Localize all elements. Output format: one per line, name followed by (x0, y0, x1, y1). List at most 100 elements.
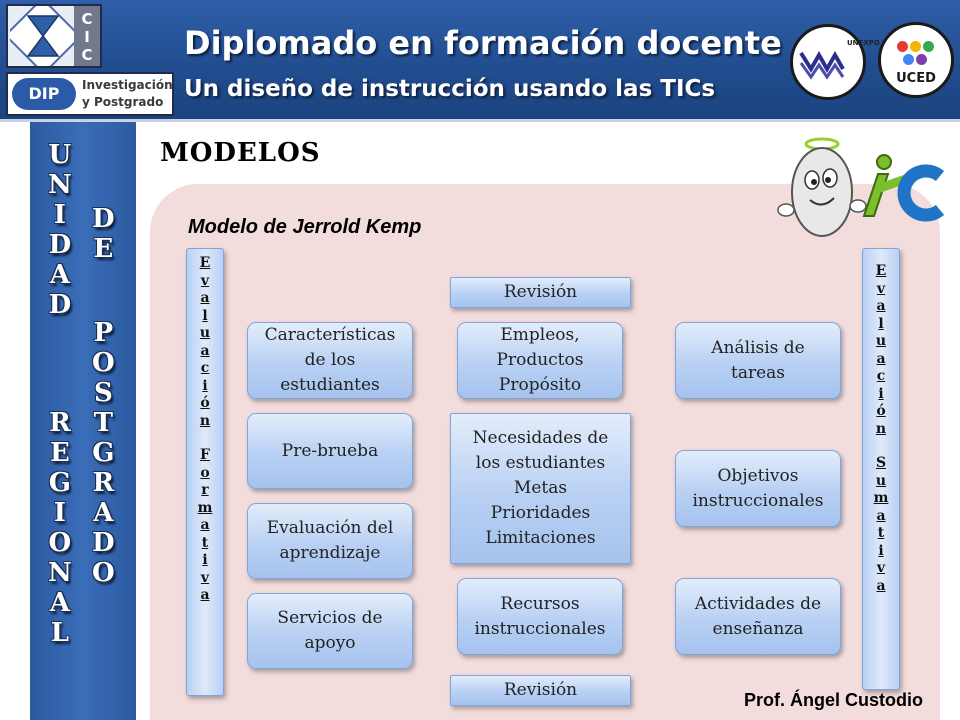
uced-dot (923, 41, 934, 52)
bar-letter: a (200, 342, 210, 359)
dip-mark: DIP (12, 78, 76, 110)
cic-letter: C (81, 10, 93, 28)
empleos-productos-box: Empleos, Productos Propósito (457, 322, 623, 399)
bar-letter: c (876, 368, 886, 384)
bar-letter: E (875, 263, 887, 279)
sidebar-letter: O (48, 528, 72, 558)
section-heading: MODELOS (160, 138, 321, 168)
bar-letter: a (200, 587, 210, 603)
bar-letter: E (199, 255, 211, 271)
bar-letter: ó (876, 403, 886, 419)
uced-dots (897, 41, 937, 67)
sidebar-letter: I (53, 498, 66, 528)
uced-dot (897, 41, 908, 52)
sidebar-letter: A (93, 498, 114, 528)
page-title: Diplomado en formación docente (184, 24, 782, 62)
uced-text: UCED (896, 71, 936, 86)
revision-bottom-box: Revisión (450, 675, 631, 706)
objetivos-instruccionales-box: Objetivos instruccionales (675, 450, 841, 527)
bar-letter: u (875, 333, 887, 349)
bar-letter: a (876, 350, 886, 367)
uced-dot (916, 54, 927, 65)
bar-letter: ó (200, 395, 210, 411)
bar-letter: a (200, 290, 210, 306)
unexpo-emblem-icon (799, 50, 845, 80)
caracteristicas-estudiantes-box: Características de los estudiantes (247, 322, 413, 399)
bar-letter: a (876, 507, 886, 524)
revision-top-box: Revisión (450, 277, 631, 308)
bar-letter: i (202, 377, 208, 394)
formative-evaluation-bar: E v a l u a c i ó n F o r m a t i v a (186, 248, 224, 696)
logo-ip-text: Investigación y Postgrado (82, 77, 173, 111)
sidebar-word-unidad: U N I D A D (48, 140, 72, 320)
logo-ip-line: Investigación (82, 78, 173, 92)
bar-letter: u (199, 325, 211, 341)
bar-letter: a (200, 517, 210, 533)
sidebar-letter: D (48, 290, 72, 320)
bar-letter: c (200, 360, 210, 376)
bar-letter: v (200, 569, 210, 586)
uced-dot (910, 41, 921, 52)
cic-letter: I (84, 28, 90, 46)
sidebar-letter: R (92, 468, 115, 498)
bar-letter: t (877, 525, 885, 541)
bar-letter: a (876, 298, 886, 314)
header-banner: C I C DIP Investigación y Postgrado Dipl… (0, 0, 960, 122)
sidebar-letter: N (48, 170, 72, 200)
sidebar-letter: E (93, 234, 114, 264)
sidebar-letter: A (49, 260, 70, 290)
author-credit: Prof. Ángel Custodio (744, 690, 923, 710)
sidebar-letter: N (48, 558, 72, 588)
sidebar-letter: O (92, 348, 115, 378)
unexpo-logo: UNEXPO (790, 24, 880, 100)
actividades-ensenanza-box: Actividades de enseñanza (675, 578, 841, 655)
servicios-apoyo-box: Servicios de apoyo (247, 593, 413, 669)
model-title: Modelo de Jerrold Kemp (188, 216, 422, 238)
necesidades-estudiantes-box: Necesidades de los estudiantes Metas Pri… (450, 413, 631, 564)
sidebar-letter: E (49, 438, 70, 468)
bar-letter: i (202, 552, 208, 568)
cic-logo: C I C (6, 4, 102, 68)
sidebar-letter: L (50, 618, 70, 648)
sidebar-word-de: D E (92, 204, 115, 264)
sidebar-letter: D (92, 528, 115, 558)
bar-letter: l (202, 307, 208, 324)
sidebar-letter: R (49, 408, 71, 438)
bar-letter: i (878, 542, 884, 559)
bar-letter: r (201, 482, 209, 498)
bar-letter: F (200, 447, 210, 463)
hourglass-icon (10, 6, 76, 66)
sidebar-letter: T (93, 408, 113, 438)
uced-dot (903, 54, 914, 65)
investigacion-postgrado-logo: DIP Investigación y Postgrado (6, 72, 174, 116)
bar-letter: n (875, 420, 887, 437)
bar-letter: S (875, 455, 887, 471)
bar-letter: l (878, 315, 884, 332)
sidebar-letter: D (92, 204, 115, 234)
sidebar-letter: O (92, 558, 115, 588)
sidebar-word-regional: R E G I O N A L (48, 408, 72, 648)
sidebar-letter: U (48, 140, 72, 170)
bar-letter: o (200, 464, 210, 481)
bar-letter: v (200, 272, 210, 289)
bar-letter: m (873, 490, 889, 506)
sidebar-unidad-regional: U N I D A D R E G I O N A L D E P O S T … (30, 122, 136, 720)
bar-letter: n (199, 412, 211, 429)
sidebar-letter: P (93, 318, 114, 348)
evaluacion-aprendizaje-box: Evaluación del aprendizaje (247, 503, 413, 579)
sidebar-letter: A (49, 588, 70, 618)
page-subtitle: Un diseño de instrucción usando las TICs (184, 76, 716, 102)
pre-prueba-box: Pre-brueba (247, 413, 413, 489)
bar-letter: t (201, 534, 209, 551)
bar-letter: m (197, 499, 213, 516)
sidebar-letter: I (53, 200, 66, 230)
bar-letter: u (875, 472, 887, 489)
sidebar-word-postgrado: P O S T G R A D O (92, 318, 115, 588)
logo-ip-line: y Postgrado (82, 95, 164, 109)
bar-letter: v (876, 280, 886, 297)
sidebar-letter: G (48, 468, 71, 498)
bar-letter: i (878, 385, 884, 402)
sidebar-letter: D (48, 230, 72, 260)
analisis-tareas-box: Análisis de tareas (675, 322, 841, 399)
summative-evaluation-bar: E v a l u a c i ó n S u m a t i v a (862, 248, 900, 690)
